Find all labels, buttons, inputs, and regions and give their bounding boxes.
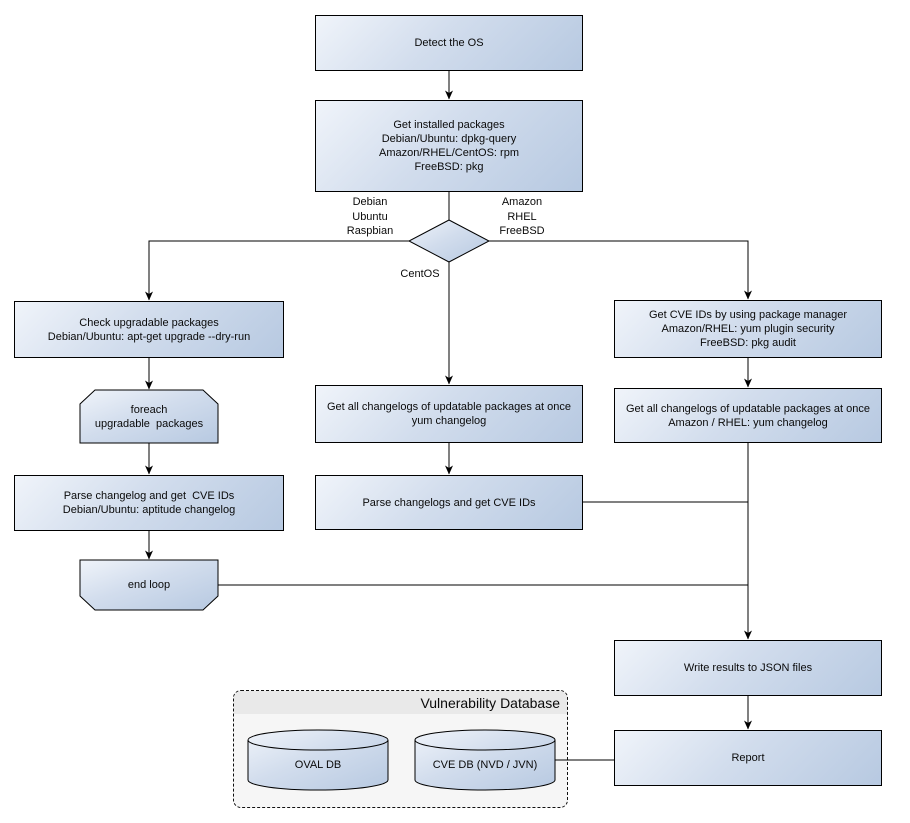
end-loop-shape xyxy=(79,559,219,611)
node-get-changelogs-amazon-rhel: Get all changelogs of updatable packages… xyxy=(614,388,882,443)
node-report: Report xyxy=(614,730,882,786)
oval-db-label: OVAL DB xyxy=(294,759,342,771)
node-parse-changelog-apt: Parse changelog and get CVE IDs Debian/U… xyxy=(14,475,284,531)
branch-label-centos: CentOS xyxy=(400,268,440,280)
connector-decision-to-debian-branch xyxy=(145,240,409,301)
node-get-cve-ids-pkg-manager: Get CVE IDs by using package manager Ama… xyxy=(614,300,882,358)
branch-label-amazon-rhel-freebsd: Amazon RHEL FreeBSD xyxy=(499,196,545,237)
connector-decision-to-rhel-branch xyxy=(489,240,752,300)
node-end-loop-label: end loop xyxy=(127,579,171,591)
node-check-upgradable-packages: Check upgradable packages Debian/Ubuntu:… xyxy=(14,301,284,358)
cve-db-label: CVE DB (NVD / JVN) xyxy=(432,759,538,771)
oval-db-cylinder xyxy=(247,729,389,791)
node-foreach-label: foreach upgradable packages xyxy=(94,403,204,430)
foreach-loop-shape xyxy=(79,389,219,444)
vulnerability-database-title: Vulnerability Database xyxy=(234,691,567,714)
node-write-results-json: Write results to JSON files xyxy=(614,640,882,696)
node-get-changelogs-yum: Get all changelogs of updatable packages… xyxy=(315,385,583,443)
os-decision-diamond xyxy=(407,219,491,263)
branch-label-debian-ubuntu-raspbian: Debian Ubuntu Raspbian xyxy=(346,196,394,237)
node-detect-os: Detect the OS xyxy=(315,15,583,71)
cve-db-cylinder xyxy=(414,729,556,791)
node-parse-changelogs-yum: Parse changelogs and get CVE IDs xyxy=(315,475,583,530)
node-get-installed-packages: Get installed packages Debian/Ubuntu: dp… xyxy=(315,100,583,192)
